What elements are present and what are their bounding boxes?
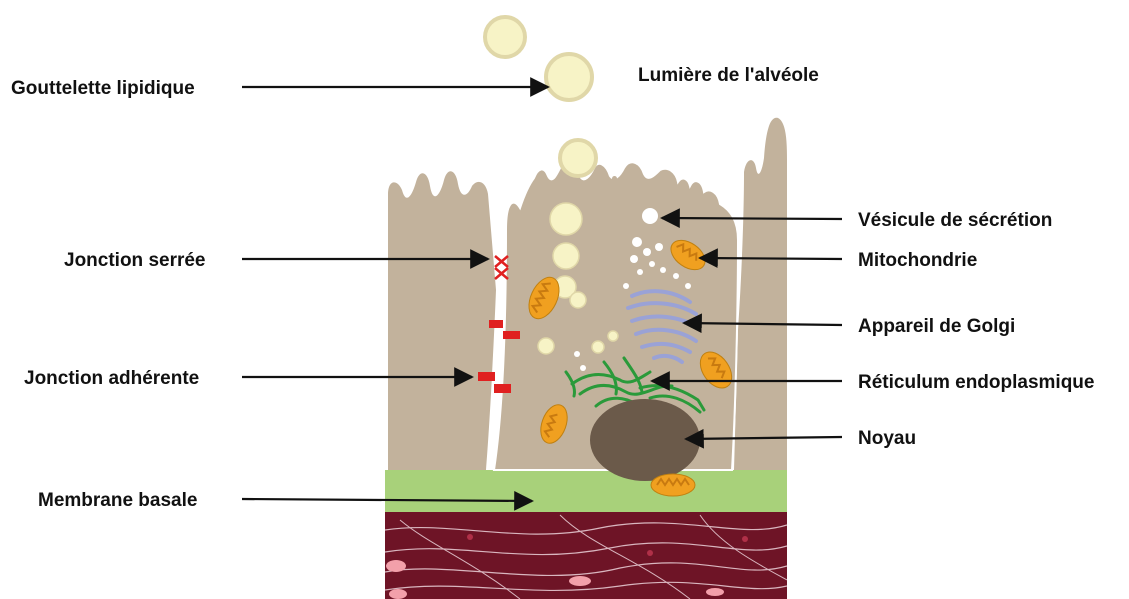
arrow-mitochondrion: [700, 258, 842, 259]
label-adherens-junction: Jonction adhérente: [24, 368, 199, 389]
label-golgi: Appareil de Golgi: [858, 316, 1015, 337]
nucleus: [590, 399, 700, 481]
lumen-lipid-droplets: [485, 17, 596, 176]
label-lumen: Lumière de l'alvéole: [638, 65, 819, 86]
right-neighbor-cell: [734, 118, 787, 470]
label-secretory-vesicle: Vésicule de sécrétion: [858, 210, 1052, 231]
label-mitochondrion: Mitochondrie: [858, 250, 977, 271]
left-neighbor-cell: [388, 171, 496, 470]
basement-membrane: [385, 470, 787, 518]
arrow-secretory-vesicle: [662, 218, 842, 219]
label-er: Réticulum endoplasmique: [858, 372, 1094, 393]
label-basement-membrane: Membrane basale: [38, 490, 197, 511]
label-nucleus: Noyau: [858, 428, 916, 449]
label-tight-junction: Jonction serrée: [64, 250, 206, 271]
connective-tissue: [385, 512, 787, 599]
label-lipid-droplet: Gouttelette lipidique: [11, 78, 195, 99]
